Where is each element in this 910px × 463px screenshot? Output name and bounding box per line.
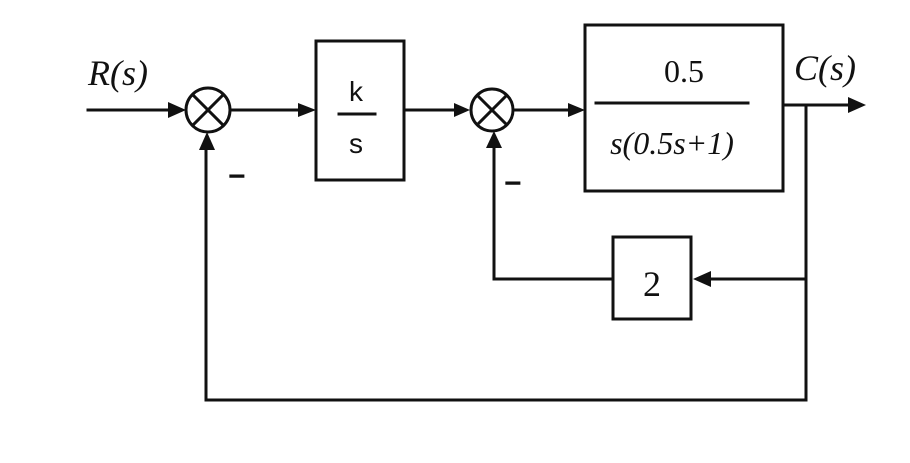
controller-denominator: s — [349, 128, 363, 159]
plant-input-arrowhead — [568, 103, 585, 117]
junction2-feedback-arrowhead — [486, 131, 502, 148]
gain-input-arrowhead — [693, 271, 711, 287]
plant-block — [583, 23, 785, 193]
inner-feedback-sign: − — [504, 167, 522, 200]
output-signal-label: C(s) — [794, 48, 856, 88]
outer-feedback-sign: − — [228, 160, 246, 193]
junction1-feedback-arrowhead — [199, 132, 215, 150]
input-arrowhead — [168, 102, 186, 118]
feedback-gain-block — [611, 235, 693, 321]
feedback-gain-value: 2 — [643, 264, 661, 304]
plant-denominator: s(0.5s+1) — [610, 125, 734, 161]
output-arrowhead — [848, 97, 866, 113]
plant-numerator: 0.5 — [664, 53, 704, 89]
inner-summing-junction — [469, 87, 515, 133]
controller-input-arrowhead — [298, 103, 316, 117]
input-signal-label: R(s) — [87, 53, 148, 93]
controller-numerator: k — [349, 76, 364, 107]
junction2-input-arrowhead — [454, 103, 470, 117]
outer-summing-junction — [184, 86, 232, 134]
controller-block — [314, 39, 406, 182]
